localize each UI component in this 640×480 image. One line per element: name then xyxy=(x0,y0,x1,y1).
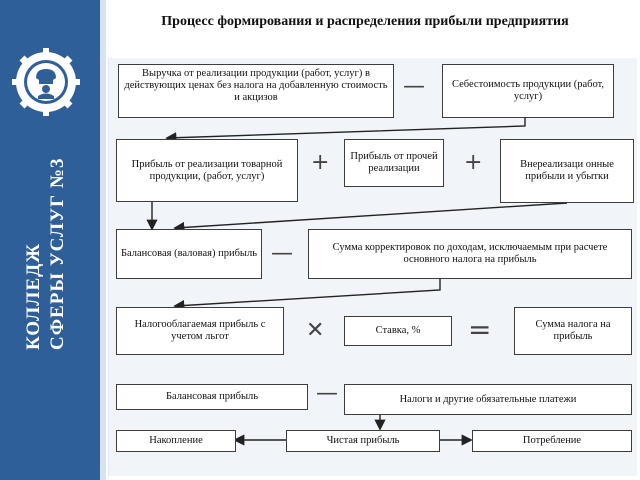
box-non-operating: Внереализаци онные прибыли и убытки xyxy=(500,139,634,203)
college-logo-icon xyxy=(12,48,80,116)
equals-operator: = xyxy=(468,313,492,346)
plus-operator-1: + xyxy=(311,150,330,175)
box-profit-other: Прибыль от прочей реализации xyxy=(344,139,444,187)
page-title: Процесс формирования и распределения при… xyxy=(161,14,569,29)
box-taxable-profit: Налогооблагаемая прибыль с учетом льгот xyxy=(116,307,284,355)
plus-operator-2: + xyxy=(464,150,483,175)
box-taxes: Налоги и другие обязательные платежи xyxy=(344,384,632,415)
box-revenue: Выручка от реализации продукции (работ, … xyxy=(118,64,394,118)
minus-operator-2: — xyxy=(271,241,293,266)
box-adjustments: Сумма корректировок по доходам, исключае… xyxy=(308,229,632,279)
box-savings: Накопление xyxy=(116,430,236,452)
college-name-line2: СФЕРЫ УСЛУГ №3 xyxy=(47,157,68,350)
college-name: КОЛЛЕДЖ СФЕРЫ УСЛУГ №3 xyxy=(22,158,70,350)
minus-operator-1: — xyxy=(403,74,425,99)
box-balance-profit: Балансовая (валовая) прибыль xyxy=(116,229,262,279)
box-net-profit: Чистая прибыль xyxy=(286,430,440,452)
sidebar: КОЛЛЕДЖ СФЕРЫ УСЛУГ №3 xyxy=(0,0,100,480)
box-profit-sales: Прибыль от реализации товарной продукции… xyxy=(116,139,298,202)
box-tax-amount: Сумма налога на прибыль xyxy=(514,307,632,355)
box-cost: Себестоимость продукции (работ, услуг) xyxy=(442,64,614,118)
box-rate: Ставка, % xyxy=(344,316,452,346)
minus-operator-3: — xyxy=(316,381,338,406)
box-consumption: Потребление xyxy=(472,430,632,452)
box-balance-profit-2: Балансовая прибыль xyxy=(116,384,308,410)
sidebar-edge xyxy=(100,0,106,480)
college-name-line1: КОЛЛЕДЖ xyxy=(23,243,44,350)
multiply-operator: ✕ xyxy=(306,318,325,343)
